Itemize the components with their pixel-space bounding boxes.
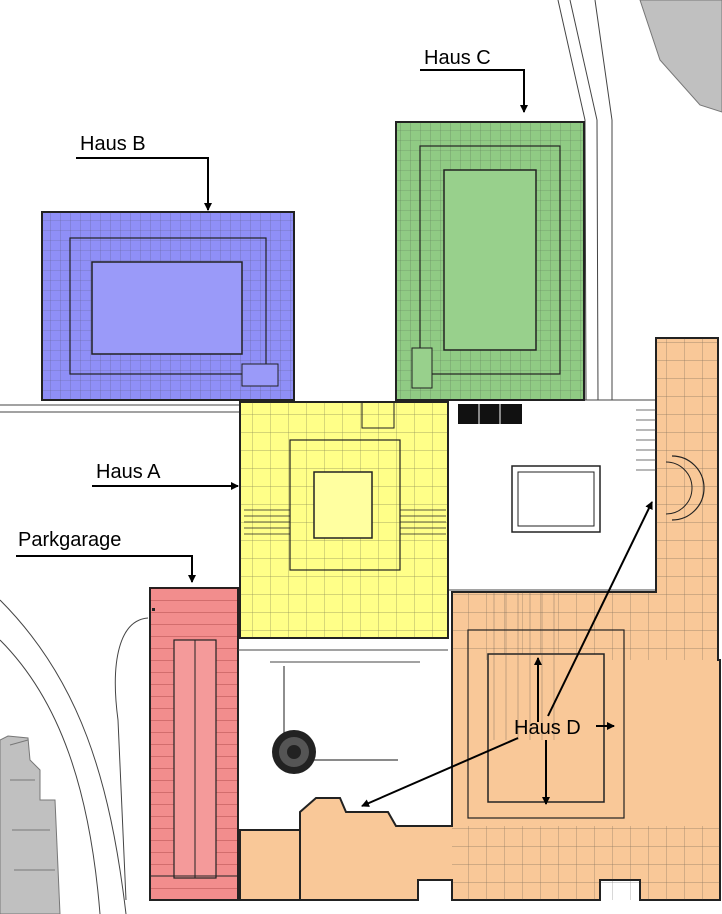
label-leaders bbox=[16, 69, 653, 807]
building-haus-b bbox=[41, 211, 295, 401]
label-haus-b: Haus B bbox=[80, 133, 146, 155]
inner-courtyard bbox=[238, 649, 448, 774]
courtyard-square bbox=[511, 465, 601, 533]
label-haus-c: Haus C bbox=[424, 47, 491, 69]
building-parkgarage bbox=[149, 587, 239, 901]
building-haus-d bbox=[239, 337, 721, 901]
building-haus-c bbox=[395, 121, 585, 401]
label-haus-d: Haus D bbox=[514, 717, 581, 739]
label-haus-a: Haus A bbox=[96, 461, 161, 483]
building-haus-a bbox=[239, 401, 449, 639]
label-parkgarage: Parkgarage bbox=[18, 529, 122, 551]
entrance-canopy bbox=[458, 404, 522, 424]
